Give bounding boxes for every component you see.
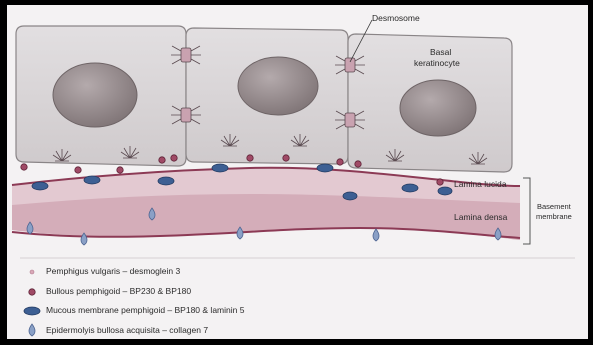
nucleus-2 <box>238 57 318 115</box>
blue-oval-icon <box>24 307 40 315</box>
small-dot-icon <box>30 270 34 274</box>
lamina-lucida-label: Lamina lucida <box>454 179 506 189</box>
basal-keratinocyte-label-line2: keratinocyte <box>414 58 460 68</box>
legend-item-epidermolysis-bullosa-acquisita: Epidermolyis bullosa acquisita – collage… <box>46 325 208 335</box>
basement-membrane-bracket <box>523 178 530 244</box>
nucleus-1 <box>53 63 137 127</box>
desmosome-label: Desmosome <box>372 13 420 23</box>
legend-item-pemphigus-vulgaris: Pemphigus vulgaris – desmoglein 3 <box>46 266 180 276</box>
basement-membrane-label-line2: membrane <box>536 212 572 221</box>
legend-item-mucous-membrane-pemphigoid: Mucous membrane pemphigoid – BP180 & lam… <box>46 305 244 315</box>
legend-item-bullous-pemphigoid: Bullous pemphigoid – BP230 & BP180 <box>46 286 191 296</box>
lamina-densa-zone <box>12 194 520 240</box>
basement-membrane-label-line1: Basement <box>537 202 571 211</box>
basal-keratinocyte-label-line1: Basal <box>430 47 451 57</box>
lamina-densa-label: Lamina densa <box>454 212 507 222</box>
nucleus-3 <box>400 80 476 136</box>
ring-dot-icon <box>29 289 35 295</box>
teardrop-icon <box>29 324 35 336</box>
